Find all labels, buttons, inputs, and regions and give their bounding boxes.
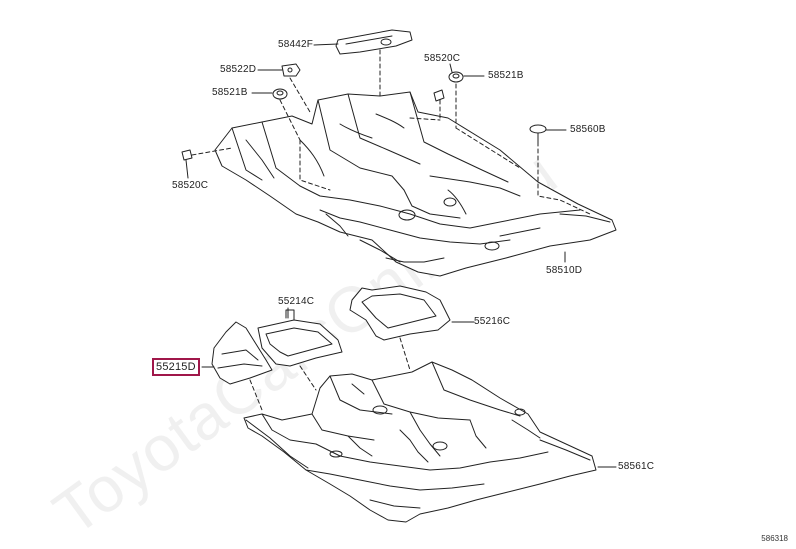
plug-58520C-top-drawing xyxy=(433,89,445,102)
floor-mat-55215D-drawing xyxy=(211,321,273,385)
part-label-58521B-right[interactable]: 58521B xyxy=(488,70,524,81)
grommet-58521B-left-drawing xyxy=(272,88,288,100)
floor-carpet-rear-drawing xyxy=(243,361,597,523)
part-label-55216C[interactable]: 55216C xyxy=(474,316,511,327)
part-label-58561C[interactable]: 58561C xyxy=(618,461,655,472)
part-label-58522D[interactable]: 58522D xyxy=(220,64,257,75)
clip-58522D-drawing xyxy=(281,63,301,77)
part-label-58560B[interactable]: 58560B xyxy=(570,124,606,135)
part-label-58442F[interactable]: 58442F xyxy=(278,39,314,50)
figure-code: 586318 xyxy=(761,534,788,543)
leader-lines-upper xyxy=(185,43,567,263)
part-label-58520C-top[interactable]: 58520C xyxy=(424,53,461,64)
grommet-58521B-right-drawing xyxy=(448,71,464,83)
fastener-58560B-drawing xyxy=(529,124,547,143)
floor-carpet-front-drawing xyxy=(214,91,617,277)
part-label-55215D-highlighted[interactable]: 55215D xyxy=(152,358,200,376)
floor-mat-55214C-drawing xyxy=(257,309,343,367)
part-58442F-drawing xyxy=(335,29,413,55)
part-label-58520C-left[interactable]: 58520C xyxy=(172,180,209,191)
part-label-55214C[interactable]: 55214C xyxy=(278,296,315,307)
assembly-lines-lower xyxy=(249,337,411,411)
assembly-lines-upper xyxy=(191,49,591,215)
part-label-58510D[interactable]: 58510D xyxy=(546,265,583,276)
part-label-58521B-left[interactable]: 58521B xyxy=(212,87,248,98)
plug-58520C-left-drawing xyxy=(181,149,193,161)
floor-mat-55216C-drawing xyxy=(349,285,451,341)
